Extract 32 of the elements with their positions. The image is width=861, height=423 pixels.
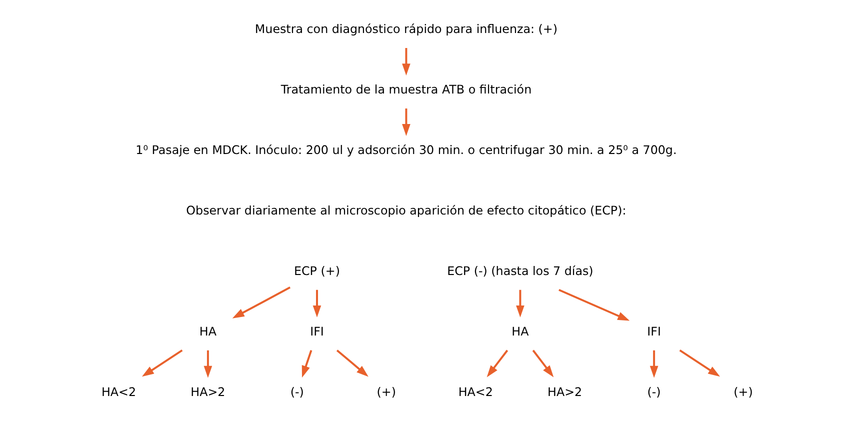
arrow [558,288,630,321]
arrow [336,350,368,377]
arrow [232,286,290,318]
node-text: IFI [310,324,324,339]
node-text: HA<2 [100,384,136,399]
arrow [402,108,410,136]
node-text: HA>2 [190,384,225,399]
node-text: ECP (+) [294,264,340,278]
label: Observar diariamente al microscopio aparición de efecto citopático (ECP): [186,204,626,218]
arrow [678,350,720,377]
node-text: HA [511,324,528,339]
arrow [141,350,182,377]
arrow [532,350,554,378]
arrow [312,290,321,318]
node-text: 1⁰ Pasaje en MDCK. Inóculo: 200 ul y adsorción 30 min. o centrifugar 30 min. a 25⁰ a 700g. [135,143,676,158]
node-text: ECP (-) (hasta los 7 días) [446,264,593,278]
arrow [649,350,658,378]
node-text: Tratamiento de la muestra ATB o filtración [280,82,532,97]
arrow [203,350,212,378]
arrow [516,290,524,318]
node-text: (-) [290,384,304,399]
arrow [301,350,312,378]
arrow [486,350,508,378]
node-text: Muestra con diagnóstico rápido para influenza: (+) [254,22,558,36]
node-text: (+) [376,384,396,399]
node-text: HA<2 [458,384,492,399]
node-text: IFI [646,324,660,339]
node-text: HA [198,324,216,339]
arrow [402,48,410,76]
node-text: HA>2 [547,384,582,399]
node-text: (-) [646,384,660,399]
node-text: (+) [733,384,752,399]
